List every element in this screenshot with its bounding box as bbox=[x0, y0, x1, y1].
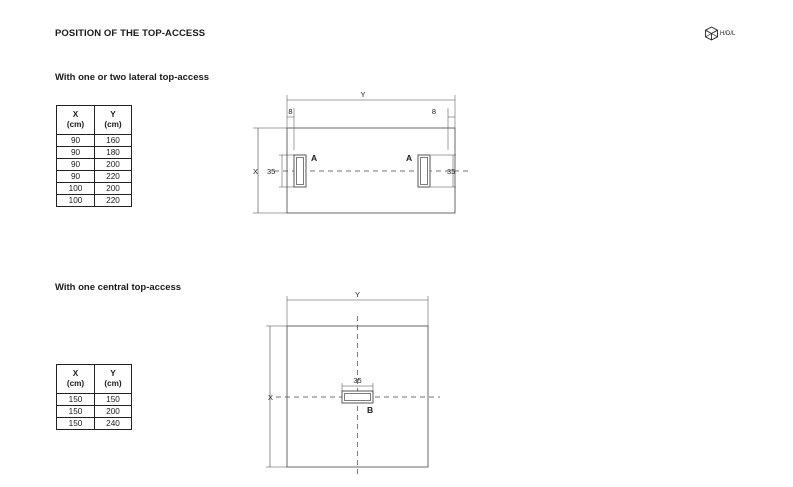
central-drawing bbox=[266, 296, 440, 478]
lateral-drawing bbox=[253, 95, 468, 214]
column-header-x: X (cm) bbox=[56, 364, 95, 394]
lateral-x-label: X bbox=[253, 167, 258, 176]
badge-label: H/D/L bbox=[720, 30, 736, 37]
lateral-y-label: Y bbox=[360, 90, 365, 99]
cell-y: 220 bbox=[94, 194, 132, 207]
column-header-x: X (cm) bbox=[56, 105, 95, 135]
table-header-row: X (cm) Y (cm) bbox=[56, 105, 132, 135]
left-offset-label: 8 bbox=[288, 107, 292, 116]
lateral-drawing-labels: Y 8 8 X 35 35 A A bbox=[253, 90, 455, 176]
right-offset-label: 8 bbox=[432, 107, 436, 116]
central-access-opening bbox=[341, 390, 374, 404]
right-access-label: A bbox=[406, 153, 412, 163]
central-drawing-labels: Y X 35 B bbox=[268, 290, 373, 415]
cube-icon bbox=[705, 26, 718, 41]
left-width-label: 35 bbox=[267, 167, 275, 176]
central-y-label: Y bbox=[355, 290, 360, 299]
lateral-heading: With one or two lateral top-access bbox=[55, 72, 210, 83]
right-access-opening bbox=[417, 154, 431, 188]
lateral-tank-outline bbox=[286, 127, 456, 214]
column-header-y: Y (cm) bbox=[94, 364, 132, 394]
central-width-label: 35 bbox=[353, 376, 361, 385]
right-width-label: 35 bbox=[447, 167, 455, 176]
dimension-badge: H/D/L bbox=[704, 26, 735, 41]
page-title: POSITION OF THE TOP-ACCESS bbox=[55, 28, 206, 39]
column-header-y: Y (cm) bbox=[94, 105, 132, 135]
cell-y: 240 bbox=[94, 417, 132, 430]
central-access-label: B bbox=[367, 405, 373, 415]
cell-x: 150 bbox=[56, 417, 95, 430]
central-x-label: X bbox=[268, 393, 273, 402]
left-access-label: A bbox=[311, 153, 317, 163]
table-header-row: X (cm) Y (cm) bbox=[56, 364, 132, 394]
left-access-opening bbox=[293, 154, 307, 188]
cell-x: 100 bbox=[56, 194, 95, 207]
central-heading: With one central top-access bbox=[55, 282, 182, 293]
